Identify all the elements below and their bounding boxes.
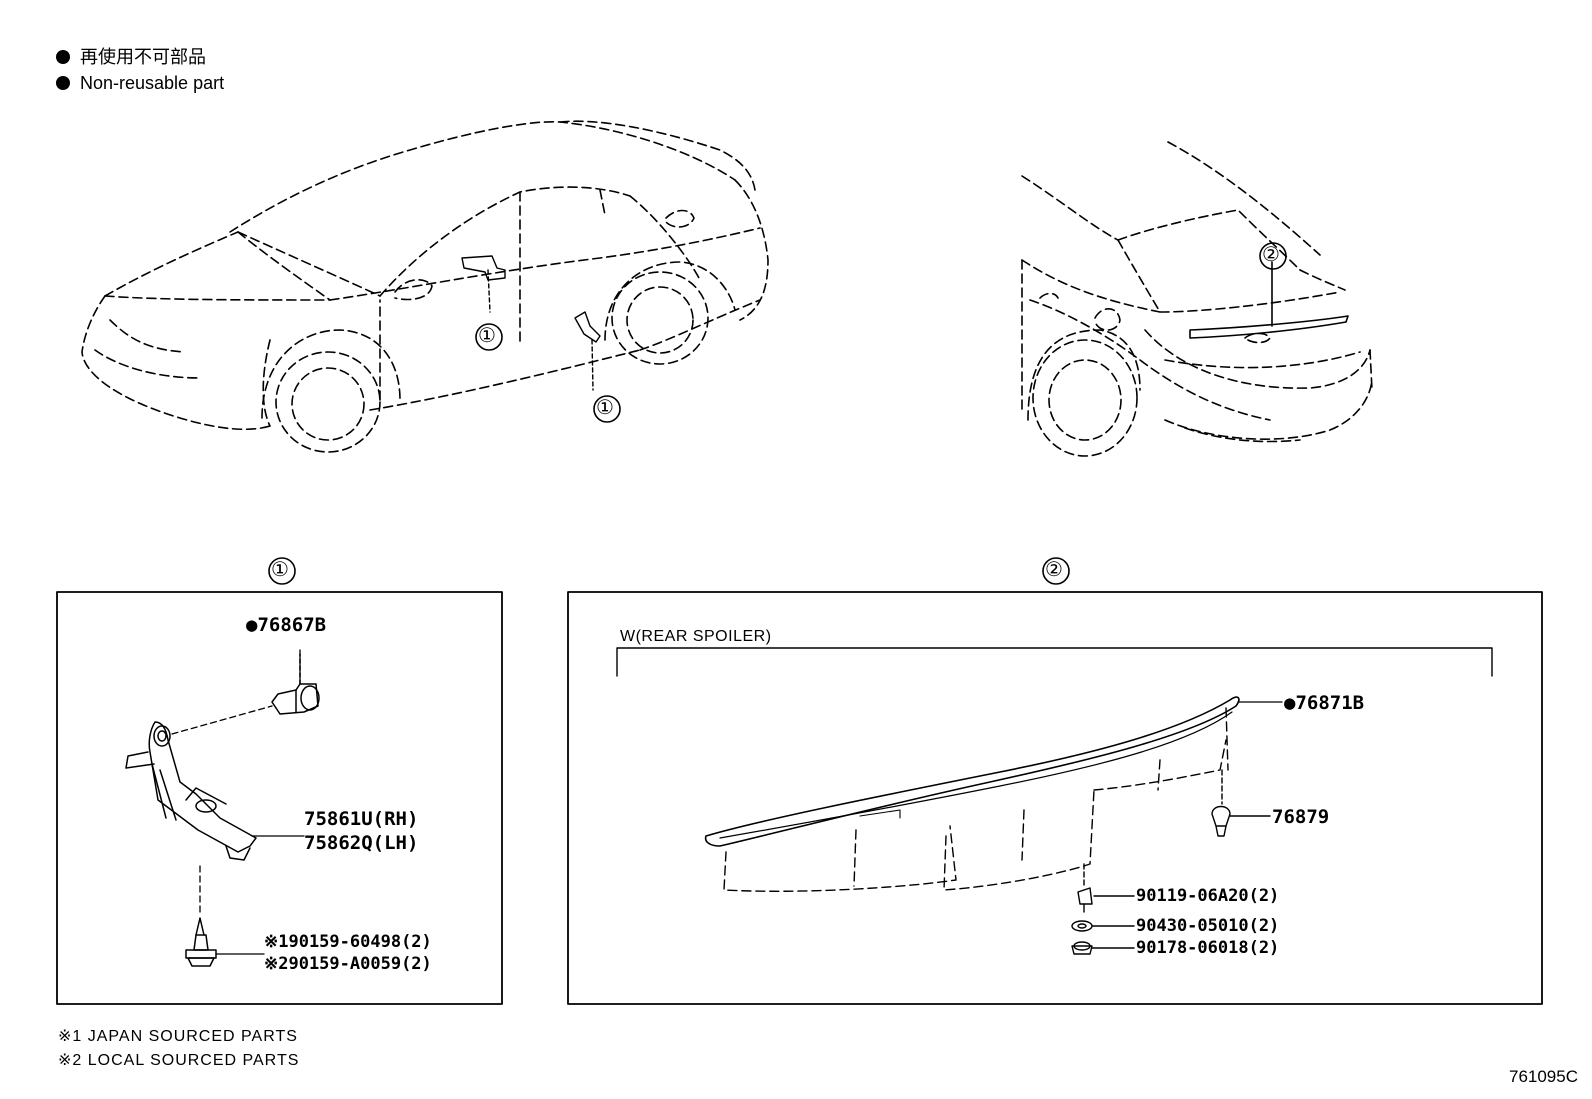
callout-circles — [268, 242, 1287, 585]
panel-1-label: ① — [271, 559, 289, 581]
part-76867b[interactable]: ●76867B — [246, 614, 327, 636]
door-bracket-mark — [461, 255, 601, 391]
note-japan-sourced: ※1 JAPAN SOURCED PARTS — [58, 1028, 298, 1045]
callout-2-label: ② — [1262, 244, 1280, 266]
part-90159-a0059[interactable]: ※290159-A0059(2) — [264, 954, 432, 974]
part-90159-60498[interactable]: ※190159-60498(2) — [264, 932, 432, 952]
panel-1-leaders — [171, 649, 305, 955]
part-90430-05010[interactable]: 90430-05010(2) — [1136, 916, 1280, 936]
bullet-icon — [56, 50, 70, 64]
fastener-drawings — [1071, 863, 1135, 955]
part-75862q-lh[interactable]: 75862Q(LH) — [304, 832, 419, 854]
clip-76879-drawing — [1211, 769, 1271, 837]
car-rear-view — [1021, 141, 1373, 457]
callout-1b-label: ① — [596, 397, 614, 419]
car-front-view — [81, 120, 769, 453]
part-76871b[interactable]: ●76871B — [1284, 692, 1365, 714]
panel-2-label: ② — [1045, 559, 1063, 581]
legend-jp-text: 再使用不可部品 — [80, 47, 206, 67]
bracket-drawing — [125, 721, 257, 861]
panel-2-frame — [567, 591, 1543, 1005]
figure-code: 761095C — [1508, 1067, 1578, 1086]
bullet-icon — [56, 76, 70, 90]
spoiler-drawing — [704, 696, 1240, 847]
clip-76867b-drawing — [271, 653, 320, 715]
spoiler-mark — [1189, 261, 1349, 339]
part-75861u-rh[interactable]: 75861U(RH) — [304, 808, 419, 830]
legend-line-en: Non-reusable part — [56, 72, 224, 94]
part-76879[interactable]: 76879 — [1272, 806, 1330, 828]
panel-1-frame — [56, 591, 503, 1005]
spoiler-pad-outline — [723, 707, 1229, 892]
part-90119-06a20[interactable]: 90119-06A20(2) — [1136, 886, 1280, 906]
screw-drawing — [185, 917, 217, 967]
variant-title: W(REAR SPOILER) — [620, 628, 772, 645]
callout-1-label: ① — [478, 325, 496, 347]
note-local-sourced: ※2 LOCAL SOURCED PARTS — [58, 1052, 300, 1069]
legend-en-text: Non-reusable part — [80, 73, 225, 93]
legend-line-jp: 再使用不可部品 — [56, 46, 206, 68]
part-90178-06018[interactable]: 90178-06018(2) — [1136, 938, 1280, 958]
variant-bracket — [616, 647, 1493, 677]
